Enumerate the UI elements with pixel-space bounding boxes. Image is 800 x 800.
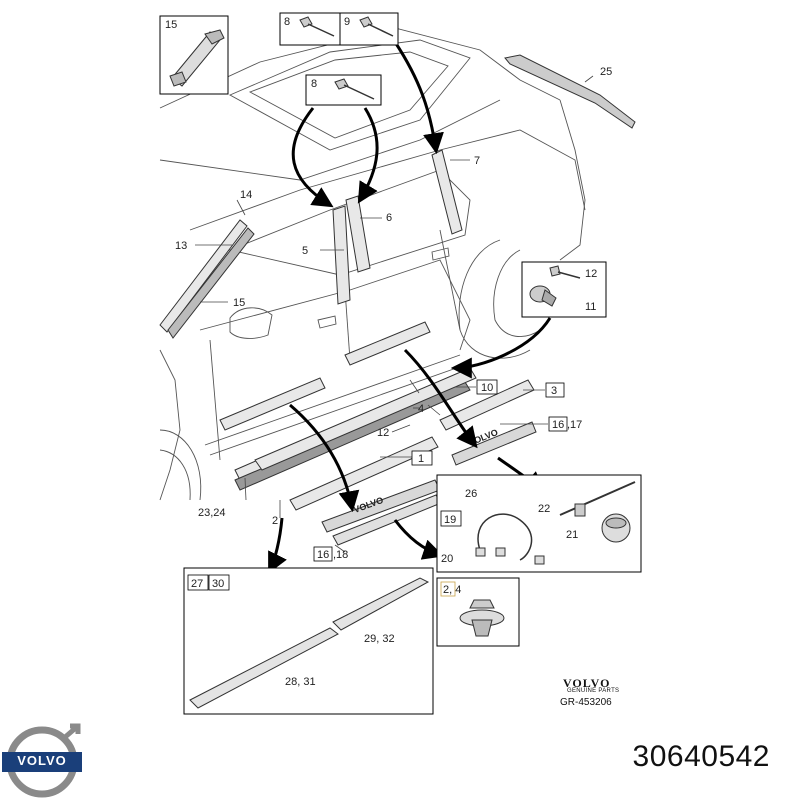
callout-2: 2 [272, 515, 278, 527]
sill-strip-10 [254, 367, 477, 471]
inset-trim-b-label: 30 [212, 578, 224, 590]
callout-23-24: 23,24 [198, 507, 226, 519]
diagram-reference: GR-453206 [560, 697, 612, 708]
callout-3: 3 [551, 385, 557, 397]
boxed-callouts [313, 379, 568, 562]
brand-name: VOLVO [563, 676, 611, 690]
inset-fastener-b-label: 9 [344, 16, 350, 28]
callout-25: 25 [600, 66, 612, 78]
b-pillar-cover [345, 195, 371, 273]
callout-16-front: 16 [317, 549, 329, 561]
inset-fastener-c-label: 8 [311, 78, 317, 90]
trim-strips [159, 54, 636, 546]
inset-trim-27-30: 27 30 [183, 567, 434, 715]
callout-16-rear: 16 [552, 419, 564, 431]
callout-13: 13 [175, 240, 187, 252]
callout-29-32: 29, 32 [364, 633, 395, 645]
callout-14: 14 [240, 189, 252, 201]
callout-4: 4 [418, 403, 424, 415]
callout-15: 15 [233, 297, 245, 309]
callout-6: 6 [386, 212, 392, 224]
inset-clip-2-4: 2, 4 [436, 577, 520, 647]
callout-21: 21 [566, 529, 578, 541]
callout-17: ,17 [567, 419, 582, 431]
inset-clips-11-12 [521, 261, 607, 318]
callout-22: 22 [538, 503, 550, 515]
callout-28-31: 28, 31 [285, 676, 316, 688]
callout-1: 1 [418, 453, 424, 465]
inset-clip-2-4-label: 2, 4 [443, 584, 461, 596]
volvo-logo-text: VOLVO [17, 753, 67, 768]
car-body-outline [159, 27, 586, 501]
callout-20: 20 [441, 553, 453, 565]
roof-rail [504, 54, 636, 129]
brand-subtitle: GENUINE PARTS [567, 688, 620, 694]
callout-12-top: 12 [585, 268, 597, 280]
sill-strip-1 [289, 436, 439, 511]
c-pillar-trim [431, 149, 463, 235]
inset-clip-15-label: 15 [165, 19, 177, 31]
a-pillar-seal [167, 227, 255, 339]
inset-clip-15: 15 [159, 15, 229, 95]
callout-18: ,18 [333, 549, 348, 561]
callout-10: 10 [481, 382, 493, 394]
assembly-arrows [268, 41, 552, 574]
callout-7: 7 [474, 155, 480, 167]
callout-5: 5 [302, 245, 308, 257]
inset-fasteners-8-9: 8 9 [279, 12, 399, 46]
volvo-logo-icon [2, 723, 82, 798]
callout-11: 11 [585, 301, 596, 313]
inset-trim-a-label: 27 [191, 578, 203, 590]
part-number: 30640542 [632, 740, 770, 773]
inset-fastener-8: 8 [305, 74, 382, 106]
door-molding-front [219, 377, 326, 431]
door-molding-rear [344, 321, 431, 366]
inset-harness-label: 19 [444, 514, 456, 526]
inset-harness-19-22: 19 [436, 474, 642, 573]
b-pillar-trim [332, 205, 351, 305]
inset-fastener-a-label: 8 [284, 16, 290, 28]
callout-26: 26 [465, 488, 477, 500]
callout-12-lower: 12 [377, 427, 389, 439]
kick-plate-rear [451, 421, 537, 466]
a-pillar-trim [159, 219, 248, 333]
